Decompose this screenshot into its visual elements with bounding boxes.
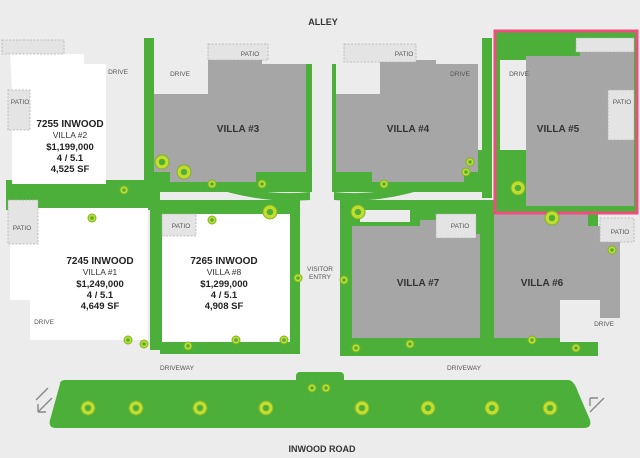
- tree-center-icon: [234, 338, 238, 342]
- tree-center-icon: [468, 160, 472, 164]
- tree-center-icon: [546, 404, 554, 412]
- patio-label: PATIO: [613, 99, 632, 106]
- tree-center-icon: [358, 404, 366, 412]
- center-island: [296, 372, 344, 386]
- tree-center-icon: [266, 208, 274, 216]
- front-landscape-strip: [49, 380, 591, 428]
- tree-center-icon: [354, 208, 362, 216]
- tree-center-icon: [210, 218, 214, 222]
- tree-center-icon: [464, 170, 468, 174]
- arrows: [35, 387, 605, 413]
- tree-center-icon: [186, 344, 190, 348]
- home-villa: VILLA #2: [53, 130, 88, 140]
- tree-center-icon: [282, 338, 286, 342]
- villa-4-label: VILLA #4: [387, 124, 430, 135]
- villa-6-label: VILLA #6: [521, 278, 564, 289]
- tree-center-icon: [514, 184, 522, 192]
- tree-center-icon: [158, 158, 166, 166]
- tree-center-icon: [424, 404, 432, 412]
- tree-center-icon: [126, 338, 130, 342]
- tree-center-icon: [296, 276, 300, 280]
- patio-label: PATIO: [611, 229, 630, 236]
- patio-label: PATIO: [11, 99, 30, 106]
- tree-center-icon: [324, 386, 328, 390]
- villa-buildings: [154, 50, 634, 338]
- exit-arrow-icon: [37, 397, 53, 413]
- tree-center-icon: [574, 346, 578, 350]
- tree-center-icon: [132, 404, 140, 412]
- visitor-entry-line1: VISITOR: [307, 266, 333, 273]
- tree-center-icon: [310, 386, 314, 390]
- inwood-road-label: INWOOD ROAD: [289, 444, 356, 454]
- villa-5-highlight[interactable]: [493, 29, 639, 215]
- visitor-entry-line2: ENTRY: [309, 274, 332, 281]
- tree-center-icon: [210, 182, 214, 186]
- driveway-right-label: DRIVEWAY: [447, 365, 482, 372]
- home-footprints: [8, 54, 290, 342]
- tree-center-icon: [548, 214, 556, 222]
- villa-7-label: VILLA #7: [397, 278, 440, 289]
- drive-label: DRIVE: [108, 69, 129, 76]
- home-7255-info[interactable]: 7255 INWOOD VILLA #2 $1,199,000 4 / 5.1 …: [36, 119, 103, 175]
- home-rooms: 4 / 5.1: [211, 290, 238, 301]
- tree-center-icon: [610, 248, 614, 252]
- home-villa: VILLA #1: [83, 267, 118, 277]
- tree-center-icon: [142, 342, 146, 346]
- home-7245-info[interactable]: 7245 INWOOD VILLA #1 $1,249,000 4 / 5.1 …: [66, 256, 133, 312]
- patio-label: PATIO: [395, 51, 414, 58]
- home-price: $1,249,000: [76, 279, 124, 290]
- villa-3-label: VILLA #3: [217, 124, 260, 135]
- driveway-left-label: DRIVEWAY: [160, 365, 195, 372]
- tree-center-icon: [382, 182, 386, 186]
- drive-label: DRIVE: [450, 71, 471, 78]
- tree-center-icon: [90, 216, 94, 220]
- exit-arrow-shaft-icon: [35, 387, 49, 401]
- tree-center-icon: [354, 346, 358, 350]
- tree-center-icon: [408, 342, 412, 346]
- drive-patio-cutouts: [154, 60, 600, 342]
- home-rooms: 4 / 5.1: [57, 153, 84, 164]
- drive-label: DRIVE: [34, 319, 55, 326]
- entry-arrow-icon: [589, 397, 605, 413]
- home-price: $1,199,000: [46, 142, 94, 153]
- home-name: 7245 INWOOD: [66, 256, 133, 267]
- tree-center-icon: [530, 338, 534, 342]
- tree-center-icon: [180, 168, 188, 176]
- home-sqft: 4,649 SF: [81, 301, 120, 312]
- tree-center-icon: [84, 404, 92, 412]
- patio-label: PATIO: [13, 225, 32, 232]
- patio-outlines: [1, 37, 635, 245]
- home-villa: VILLA #8: [207, 267, 242, 277]
- tree-group: [80, 154, 617, 416]
- home-sqft: 4,525 SF: [51, 164, 90, 175]
- home-7265-info[interactable]: 7265 INWOOD VILLA #8 $1,299,000 4 / 5.1 …: [190, 256, 257, 312]
- home-name: 7255 INWOOD: [36, 119, 103, 130]
- patio-label: PATIO: [241, 51, 260, 58]
- drive-label: DRIVE: [594, 321, 615, 328]
- villa-5-label[interactable]: VILLA #5: [537, 124, 580, 135]
- tree-center-icon: [488, 404, 496, 412]
- patio-label: PATIO: [172, 223, 191, 230]
- drive-label: DRIVE: [509, 71, 530, 78]
- home-sqft: 4,908 SF: [205, 301, 244, 312]
- drive-label: DRIVE: [170, 71, 191, 78]
- home-price: $1,299,000: [200, 279, 248, 290]
- alley-label: ALLEY: [308, 17, 338, 27]
- home-rooms: 4 / 5.1: [87, 290, 114, 301]
- patio-label: PATIO: [451, 223, 470, 230]
- home-name: 7265 INWOOD: [190, 256, 257, 267]
- tree-center-icon: [260, 182, 264, 186]
- tree-center-icon: [262, 404, 270, 412]
- tree-center-icon: [196, 404, 204, 412]
- tree-center-icon: [342, 278, 346, 282]
- tree-center-icon: [122, 188, 126, 192]
